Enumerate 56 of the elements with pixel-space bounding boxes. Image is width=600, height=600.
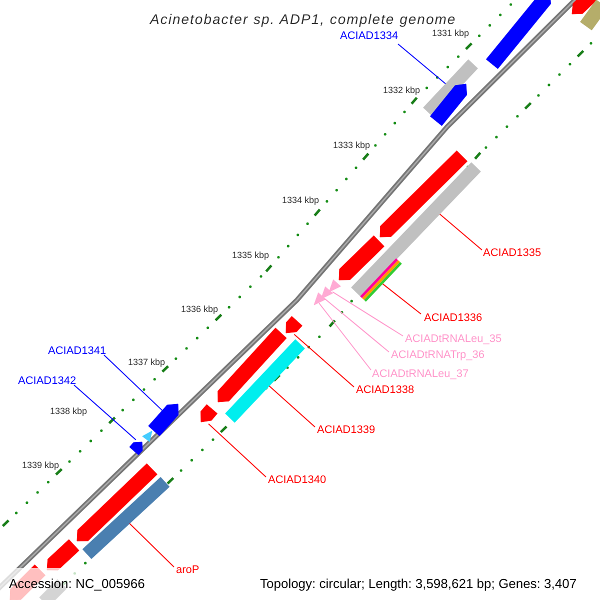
gene-feature <box>430 84 468 126</box>
scale-label: 1336 kbp <box>181 303 218 316</box>
gene-label: ACIADtRNATrp_36 <box>391 348 485 362</box>
gene-label: ACIAD1336 <box>424 311 482 325</box>
genome-summary-text: Topology: circular; Length: 3,598,621 bp; Genes: 3,407 <box>260 575 577 593</box>
trna-feature <box>314 292 326 306</box>
scale-label: 1333 kbp <box>333 139 370 152</box>
leader-line <box>382 283 422 314</box>
gene-feature <box>486 0 551 69</box>
gene-label: ACIAD1340 <box>268 473 326 487</box>
leader-line <box>74 384 136 440</box>
gene-feature <box>380 150 468 238</box>
leader-line <box>129 523 174 568</box>
leader-line <box>318 302 372 370</box>
gene-feature <box>286 316 302 334</box>
leader-line <box>439 214 482 250</box>
leader-line <box>294 334 354 388</box>
gene-feature <box>338 235 384 280</box>
accession-text: Accession: NC_005966 <box>9 575 145 593</box>
gene-bar <box>225 339 305 423</box>
leader-line <box>268 385 316 428</box>
leader-line <box>104 354 163 411</box>
gene-label: ACIAD1335 <box>483 246 542 260</box>
scale-label: 1338 kbp <box>50 405 88 418</box>
gene-label: ACIADtRNALeu_35 <box>405 332 502 346</box>
gene-bar <box>82 476 170 560</box>
scale-label: 1334 kbp <box>282 194 320 207</box>
gene-feature <box>218 328 287 402</box>
gene-label: ACIAD1339 <box>317 423 376 437</box>
gene-feature <box>129 442 143 456</box>
leader-line <box>324 298 390 352</box>
gene-feature <box>572 0 598 14</box>
gene-label: ACIAD1334 <box>340 29 398 43</box>
scale-label: 1332 kbp <box>383 84 420 97</box>
scale-label: 1337 kbp <box>128 356 166 369</box>
trna-feature <box>328 279 341 292</box>
gene-bar <box>351 162 481 297</box>
gene-label: ACIAD1338 <box>356 383 414 397</box>
scale-label: 1339 kbp <box>22 459 60 472</box>
trna-feature <box>320 286 333 300</box>
gene-label: ACIAD1341 <box>48 344 106 358</box>
leader-line <box>332 291 404 336</box>
gene-bar <box>580 0 600 30</box>
gene-feature <box>200 404 218 422</box>
scale-label: 1335 kbp <box>232 249 270 262</box>
gene-bar <box>360 258 402 302</box>
leader-line <box>208 423 266 478</box>
scale-label: 1331 kbp <box>432 27 470 40</box>
diagram-title: Acinetobacter sp. ADP1, complete genome <box>150 10 456 29</box>
gene-feature <box>148 404 179 436</box>
gene-label: ACIADtRNALeu_37 <box>372 367 469 381</box>
gene-label: ACIAD1342 <box>18 374 76 388</box>
gene-feature <box>76 463 158 542</box>
gene-label: aroP <box>176 563 200 577</box>
trna-feature <box>142 430 152 442</box>
gene-feature <box>46 539 80 570</box>
